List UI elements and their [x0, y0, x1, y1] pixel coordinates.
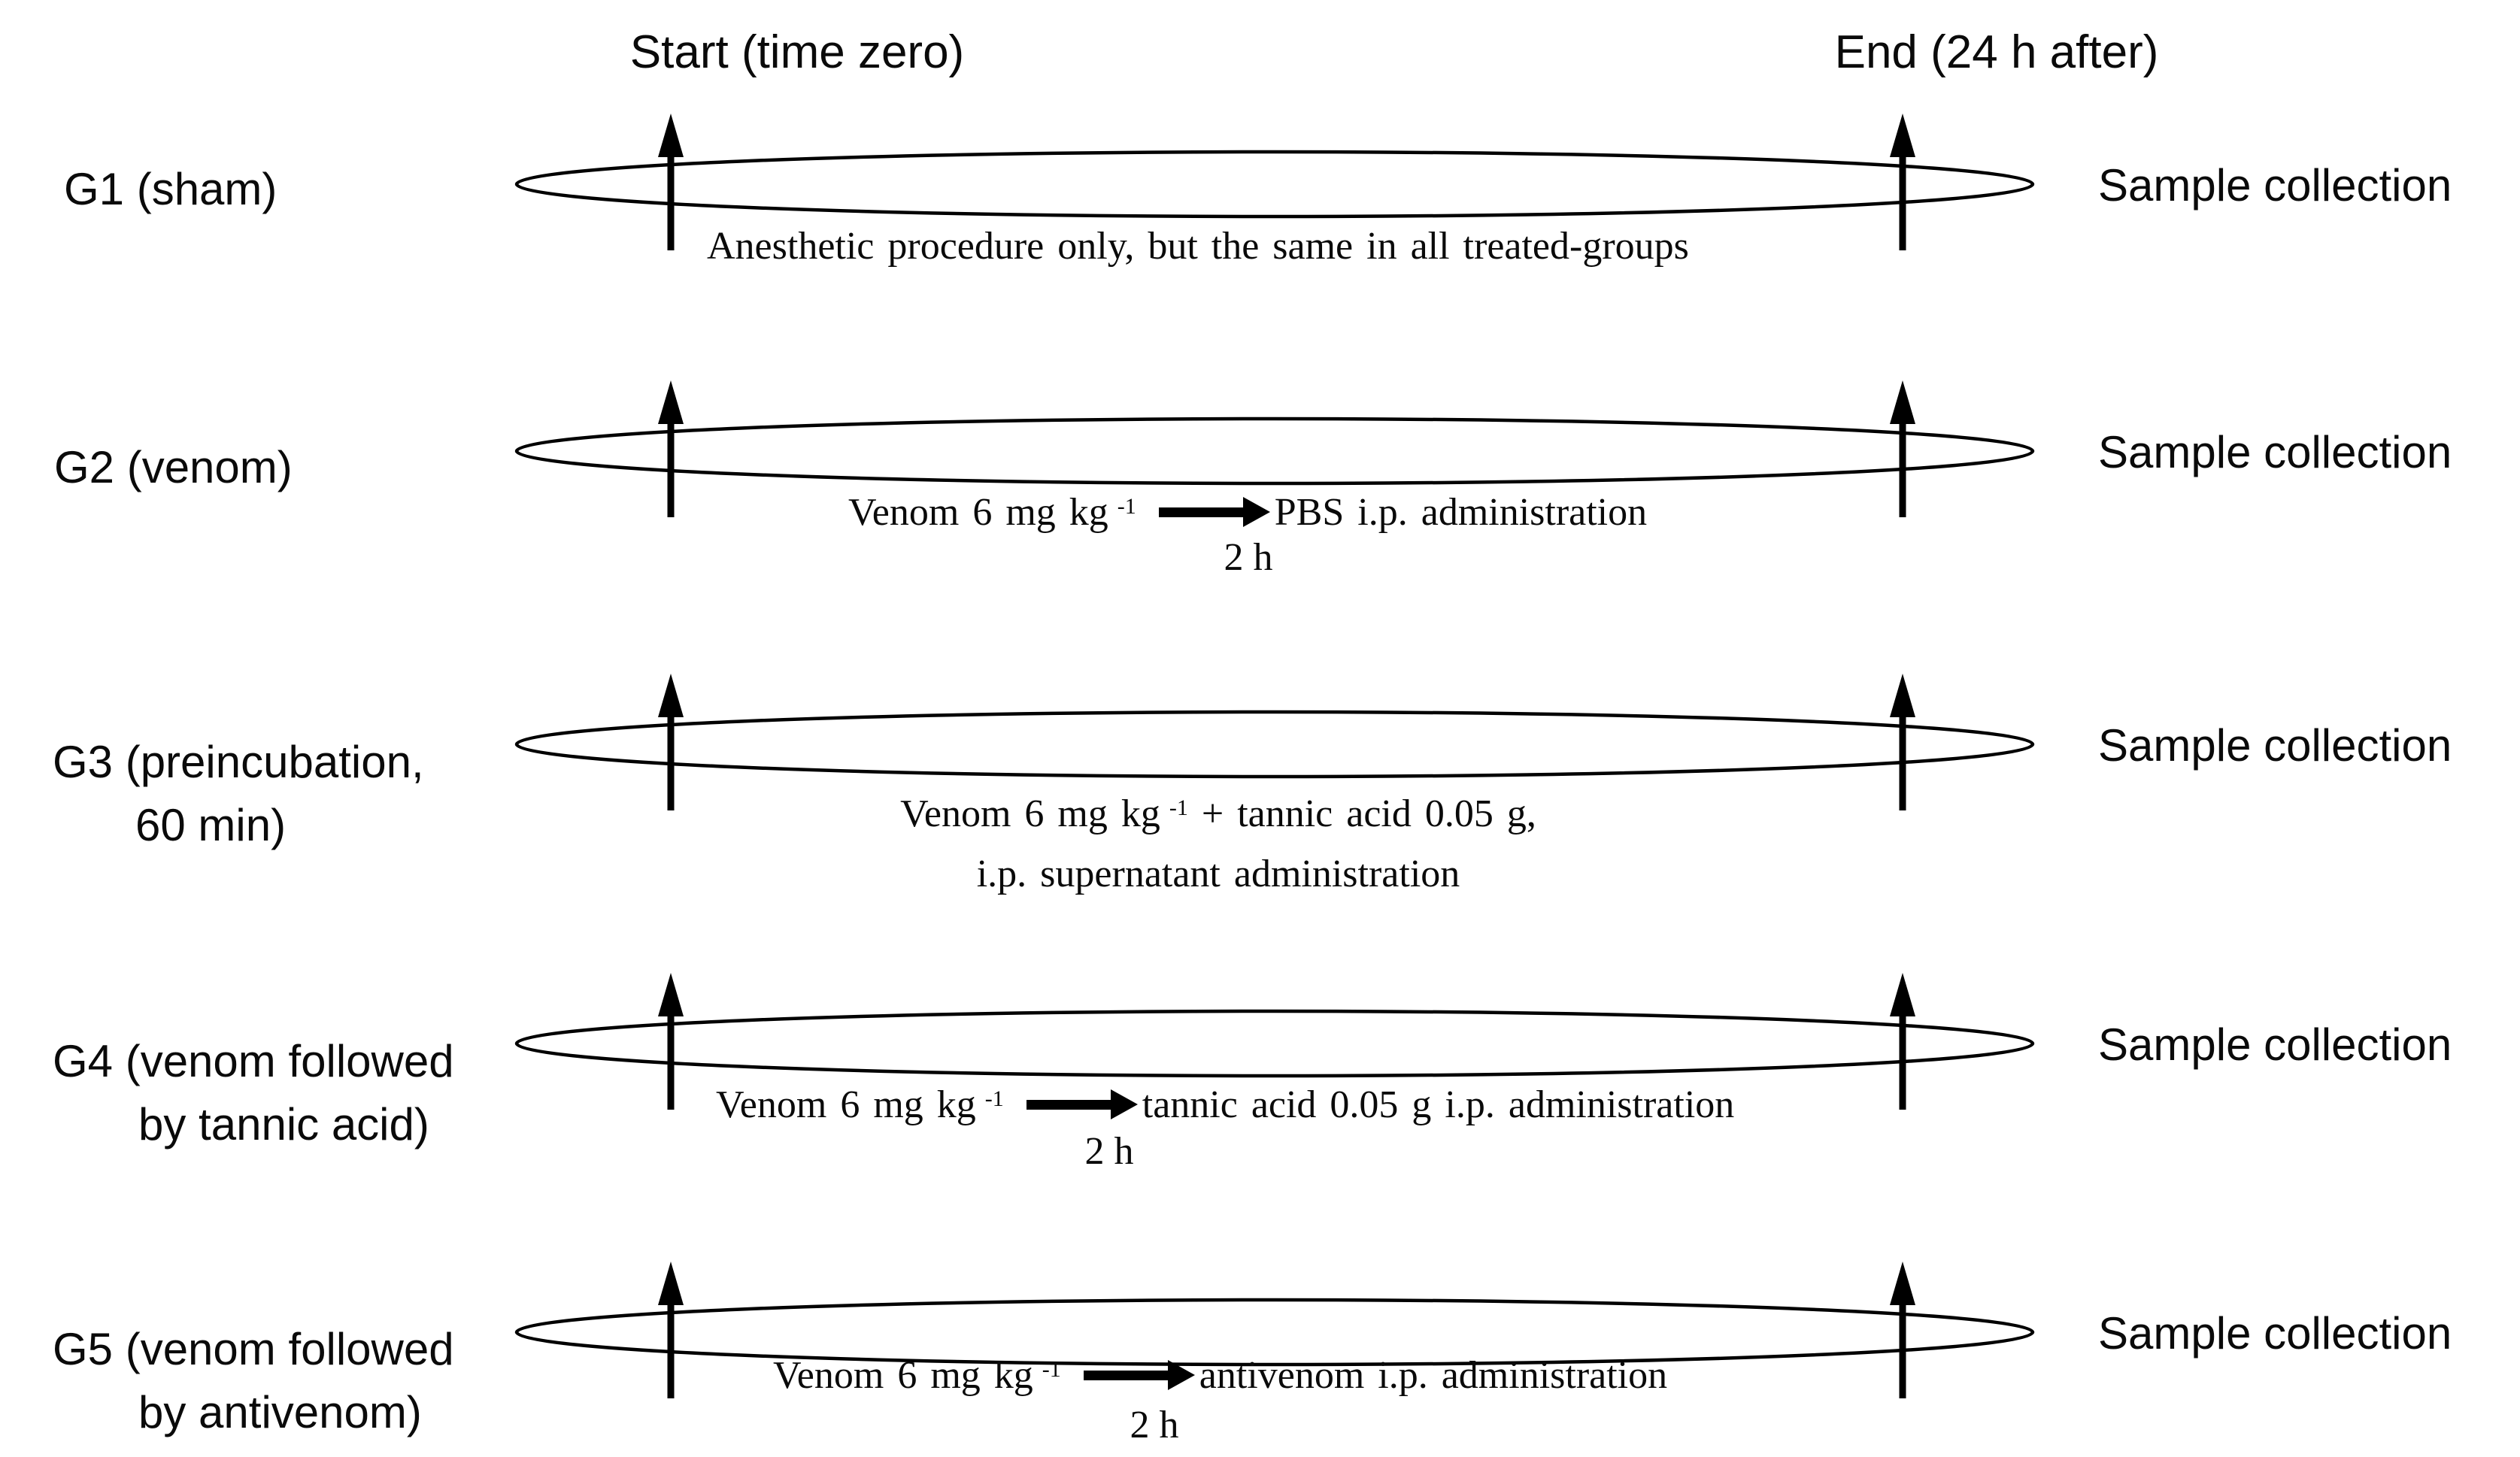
timeline-ellipse	[514, 1298, 2035, 1367]
group-label-line2: by antivenom)	[138, 1387, 422, 1437]
interval-arrow-icon	[1026, 1099, 1111, 1110]
start-time-header: Start (time zero)	[629, 26, 965, 78]
note-g2: Venom 6 mg kg -1 PBS i.p. administration	[848, 490, 1647, 535]
group-label-line1: G3 (preincubation,	[53, 737, 424, 787]
note-mixture-line: Venom 6 mg kg -1 + tannic acid 0.05 g,	[900, 792, 1536, 835]
timeline-g1	[514, 114, 2035, 250]
note-g5: Venom 6 mg kg -1 antivenom i.p. administra…	[773, 1353, 1667, 1398]
start-time-arrow	[658, 1262, 684, 1398]
sample-collection-label-g3: Sample collection	[2098, 720, 2452, 771]
group-label-g4: G4 (venom followed by tannic acid)	[53, 1030, 454, 1156]
note-dose-exponent: -1	[1042, 1357, 1061, 1382]
note-dose: Venom 6 mg kg	[900, 792, 1160, 835]
end-time-arrow	[1890, 380, 1915, 517]
timeline-g4	[514, 973, 2035, 1110]
start-time-arrow	[658, 114, 684, 250]
timeline-ellipse	[514, 1009, 2035, 1078]
note-dose-exponent: -1	[984, 1086, 1004, 1111]
timeline-ellipse	[514, 150, 2035, 219]
timeline-g3	[514, 674, 2035, 810]
group-label-line1: G2 (venom)	[54, 442, 293, 492]
interval-label-g5: 2 h	[1130, 1404, 1179, 1446]
group-label-g3: G3 (preincubation, 60 min)	[53, 731, 424, 857]
note-dose: Venom 6 mg kg	[716, 1083, 976, 1126]
note-dose-exponent: -1	[1169, 795, 1188, 820]
note-additive: + tannic acid 0.05 g,	[1187, 792, 1536, 835]
sample-collection-label-g5: Sample collection	[2098, 1308, 2452, 1359]
interval-label-g4: 2 h	[1084, 1130, 1134, 1173]
note-g1: Anesthetic procedure only, but the same …	[707, 224, 1689, 268]
interval-arrow-icon	[1158, 507, 1243, 517]
timeline-g5	[514, 1262, 2035, 1398]
group-label-g1: G1 (sham)	[64, 158, 277, 221]
end-time-arrow	[1890, 1262, 1915, 1398]
group-label-line2: 60 min)	[135, 800, 287, 850]
note-dose: Venom 6 mg kg	[773, 1354, 1033, 1397]
end-time-arrow	[1890, 674, 1915, 810]
group-label-line1: G5 (venom followed	[53, 1324, 454, 1374]
group-label-g5: G5 (venom followed by antivenom)	[53, 1318, 454, 1444]
start-time-arrow	[658, 973, 684, 1110]
group-label-line1: G1 (sham)	[64, 164, 277, 214]
interval-arrow-icon	[1083, 1370, 1168, 1380]
end-time-arrow	[1890, 973, 1915, 1110]
note-g4: Venom 6 mg kg -1 tannic acid 0.05 g i.p. a…	[716, 1083, 1734, 1127]
start-time-arrow	[658, 674, 684, 810]
end-time-header: End (24 h after)	[1834, 26, 2159, 78]
timeline-ellipse	[514, 417, 2035, 486]
note-treatment: PBS i.p. administration	[1274, 491, 1648, 534]
group-label-g2: G2 (venom)	[54, 436, 293, 499]
end-time-arrow	[1890, 114, 1915, 250]
note-administration-line: i.p. supernatant administration	[976, 853, 1460, 895]
group-label-line2: by tannic acid)	[138, 1099, 429, 1150]
note-g3: Venom 6 mg kg -1 + tannic acid 0.05 g, i.…	[872, 786, 1564, 901]
timeline-ellipse	[514, 710, 2035, 779]
start-time-arrow	[658, 380, 684, 517]
note-treatment: antivenom i.p. administration	[1199, 1354, 1668, 1397]
note-treatment: tannic acid 0.05 g i.p. administration	[1142, 1083, 1735, 1126]
group-label-line1: G4 (venom followed	[53, 1036, 454, 1086]
sample-collection-label-g2: Sample collection	[2098, 427, 2452, 477]
note-dose: Venom 6 mg kg	[848, 491, 1108, 534]
sample-collection-label-g1: Sample collection	[2098, 160, 2452, 211]
interval-label-g2: 2 h	[1224, 536, 1273, 579]
sample-collection-label-g4: Sample collection	[2098, 1019, 2452, 1070]
note-dose-exponent: -1	[1117, 494, 1136, 519]
note-text: Anesthetic procedure only, but the same …	[707, 225, 1689, 268]
timeline-g2	[514, 380, 2035, 517]
